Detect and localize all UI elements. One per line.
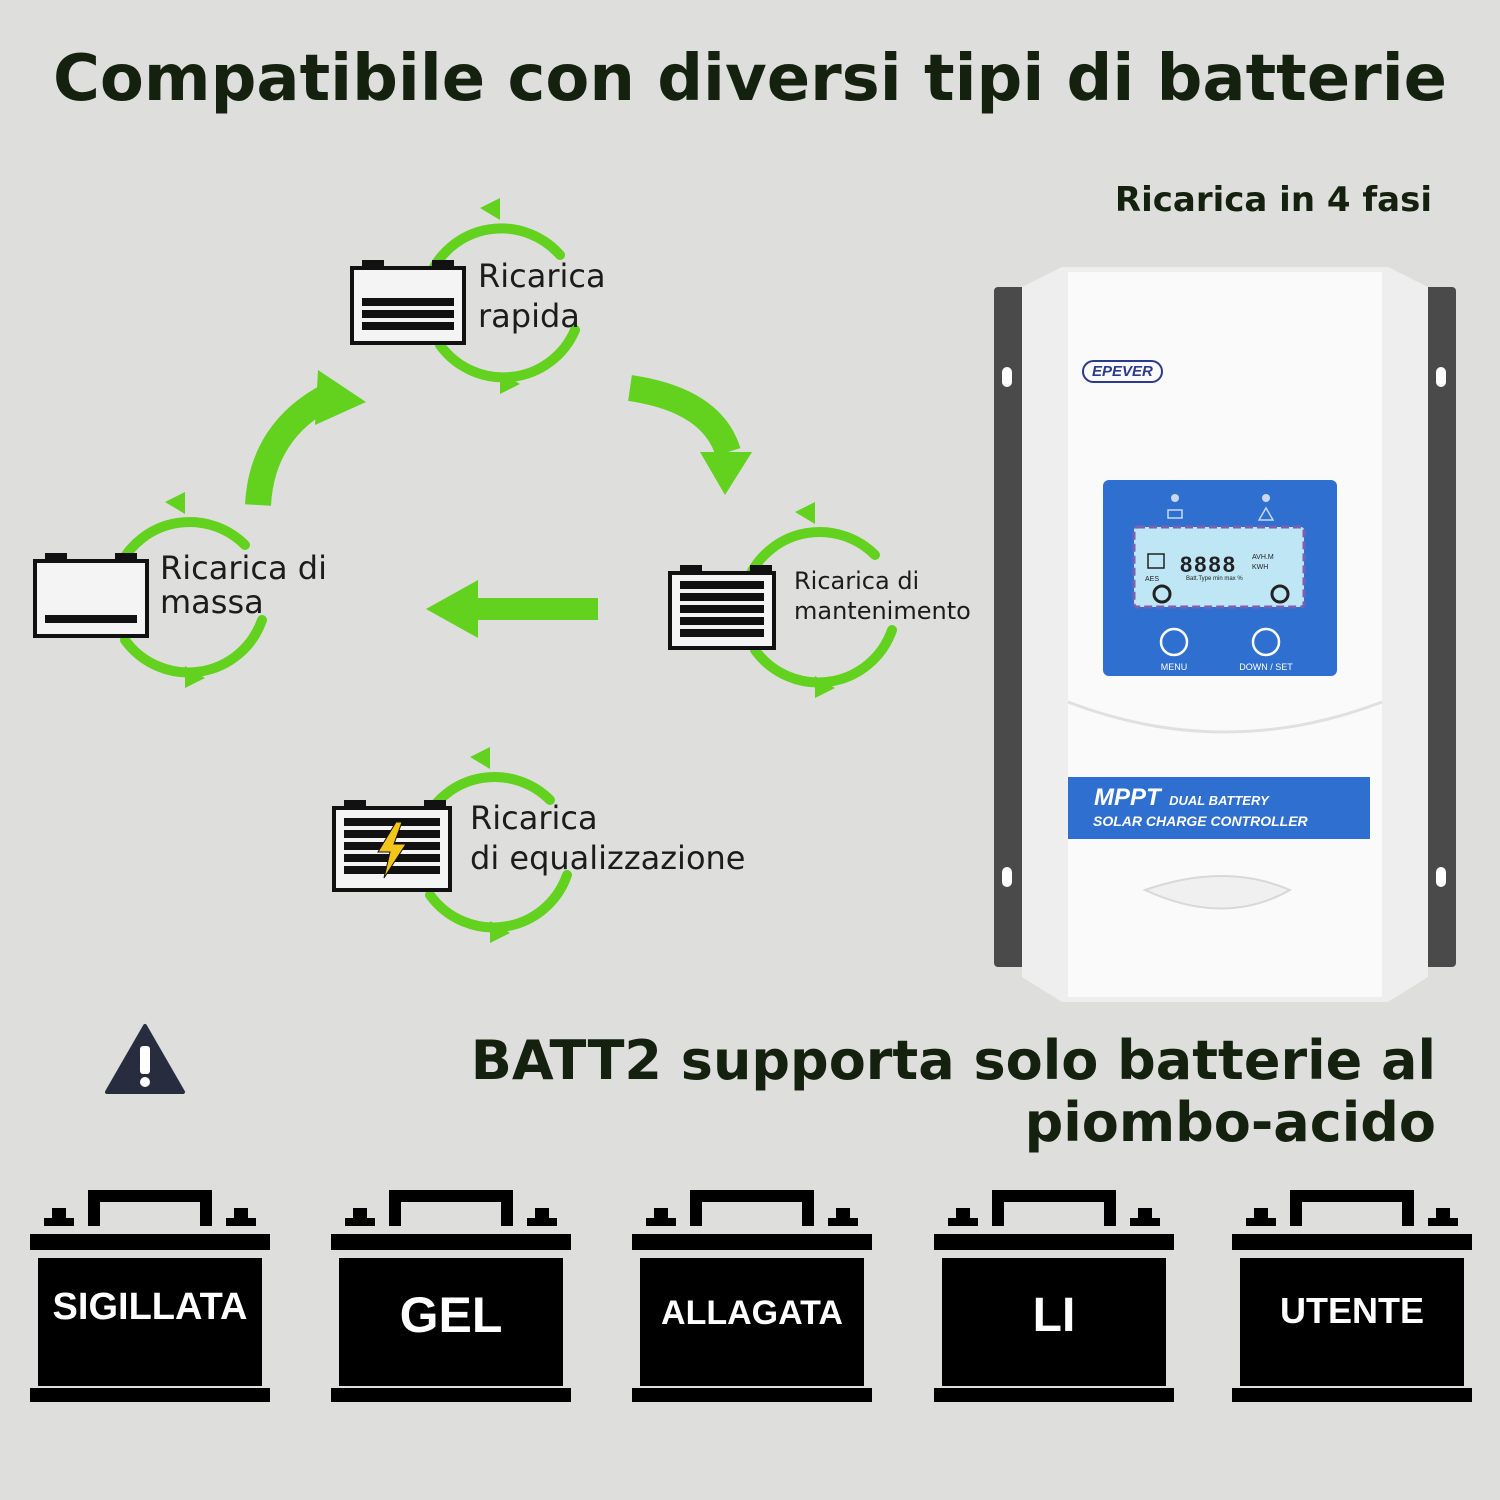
stage-label-rapid: Ricarica rapida [478, 256, 606, 336]
battery-type-user: UTENTE [1232, 1190, 1472, 1405]
refresh-circle-icon [425, 198, 580, 394]
lcd-bottom-label: Batt.Type min max % [1186, 576, 1243, 582]
down-set-button-ring[interactable] [1251, 627, 1281, 657]
stage-label-equalize: Ricarica di equalizzazione [470, 798, 745, 878]
battery-type-label: GEL [399, 1287, 503, 1343]
warning-line: piombo-acido [1024, 1091, 1436, 1155]
solar-charge-controller-text: SOLAR CHARGE CONTROLLER [1093, 813, 1308, 829]
warning-small-icon [1257, 506, 1275, 521]
battery-type-lithium: LI [934, 1190, 1174, 1405]
page-title: Compatibile con diversi tipi di batterie [52, 42, 1448, 116]
down-set-button-label[interactable]: DOWN / SET [1239, 662, 1293, 672]
warning-text: BATT2 supporta solo batterie al piombo-a… [436, 1029, 1436, 1155]
battery-type-label: UTENTE [1280, 1290, 1424, 1331]
stage-label-line: massa [160, 582, 264, 621]
stage-label-line: rapida [478, 297, 580, 335]
charge-cycle-graphics [33, 198, 897, 943]
arrow-bulk-to-rapid [245, 370, 366, 506]
solar-panel-icon [1167, 509, 1183, 519]
battery-icon [1232, 1190, 1472, 1402]
lcd-units-top: AVH.M [1252, 554, 1274, 561]
battery-type-label: ALLAGATA [661, 1294, 843, 1332]
battery-icon [332, 800, 452, 892]
dual-battery-text: DUAL BATTERY [1169, 793, 1269, 808]
battery-type-sealed: SIGILLATA [30, 1190, 270, 1405]
arrow-float-to-bulk [426, 580, 598, 638]
battery-type-label: SIGILLATA [52, 1286, 248, 1328]
brand-logo: EPEVER [1082, 360, 1163, 383]
refresh-circle-icon [745, 502, 897, 698]
refresh-circle-icon [115, 492, 267, 688]
battery-icon [331, 1190, 571, 1402]
warning-line: BATT2 supporta solo batterie al [470, 1029, 1436, 1092]
battery-icon [30, 1190, 270, 1402]
lcd-units-bottom: KWH [1252, 564, 1269, 571]
mppt-label: MPPT DUAL BATTERY [1094, 784, 1269, 812]
warning-icon [105, 1024, 185, 1094]
battery-icon [632, 1190, 872, 1402]
battery-type-label: LI [1032, 1289, 1076, 1342]
battery-icon [668, 565, 776, 650]
charge-controller-device: EPEVER 8888 AVH.M KWH AES Batt.Type min … [990, 262, 1460, 1004]
stage-label-bulk: Ricarica di massa [160, 549, 327, 621]
brand-name: EPEVER [1092, 363, 1153, 380]
stage-label-line: Ricarica [478, 257, 606, 295]
mount-hole [1436, 367, 1446, 387]
lightning-icon [377, 821, 407, 879]
stage-label-line: Ricarica [470, 799, 598, 837]
battery-icon [33, 553, 149, 638]
stage-label-line: mantenimento [794, 597, 971, 625]
subtitle: Ricarica in 4 fasi [1114, 180, 1432, 220]
stage-label-float: Ricarica di mantenimento [794, 566, 971, 626]
stage-label-line: Ricarica di [160, 549, 327, 587]
menu-button-ring[interactable] [1159, 627, 1189, 657]
lcd-digits: 8888 [1180, 552, 1237, 577]
mppt-text: MPPT [1094, 784, 1161, 811]
mount-hole [1436, 867, 1446, 887]
stage-label-line: di equalizzazione [470, 839, 746, 877]
battery-type-flooded: ALLAGATA [632, 1190, 872, 1405]
arrow-rapid-to-float [627, 375, 752, 495]
mount-hole [1002, 367, 1012, 387]
stage-label-line: Ricarica di [794, 567, 920, 595]
controller-body [994, 267, 1456, 1002]
battery-icon [350, 260, 466, 345]
menu-button-label[interactable]: MENU [1160, 662, 1188, 672]
battery-type-gel: GEL [331, 1190, 571, 1405]
mount-hole [1002, 867, 1012, 887]
lcd-left-label: AES [1145, 576, 1160, 583]
charge-cycle-diagram: Ricarica rapida Ricarica di massa Ricari… [0, 180, 990, 960]
battery-icon [934, 1190, 1174, 1402]
